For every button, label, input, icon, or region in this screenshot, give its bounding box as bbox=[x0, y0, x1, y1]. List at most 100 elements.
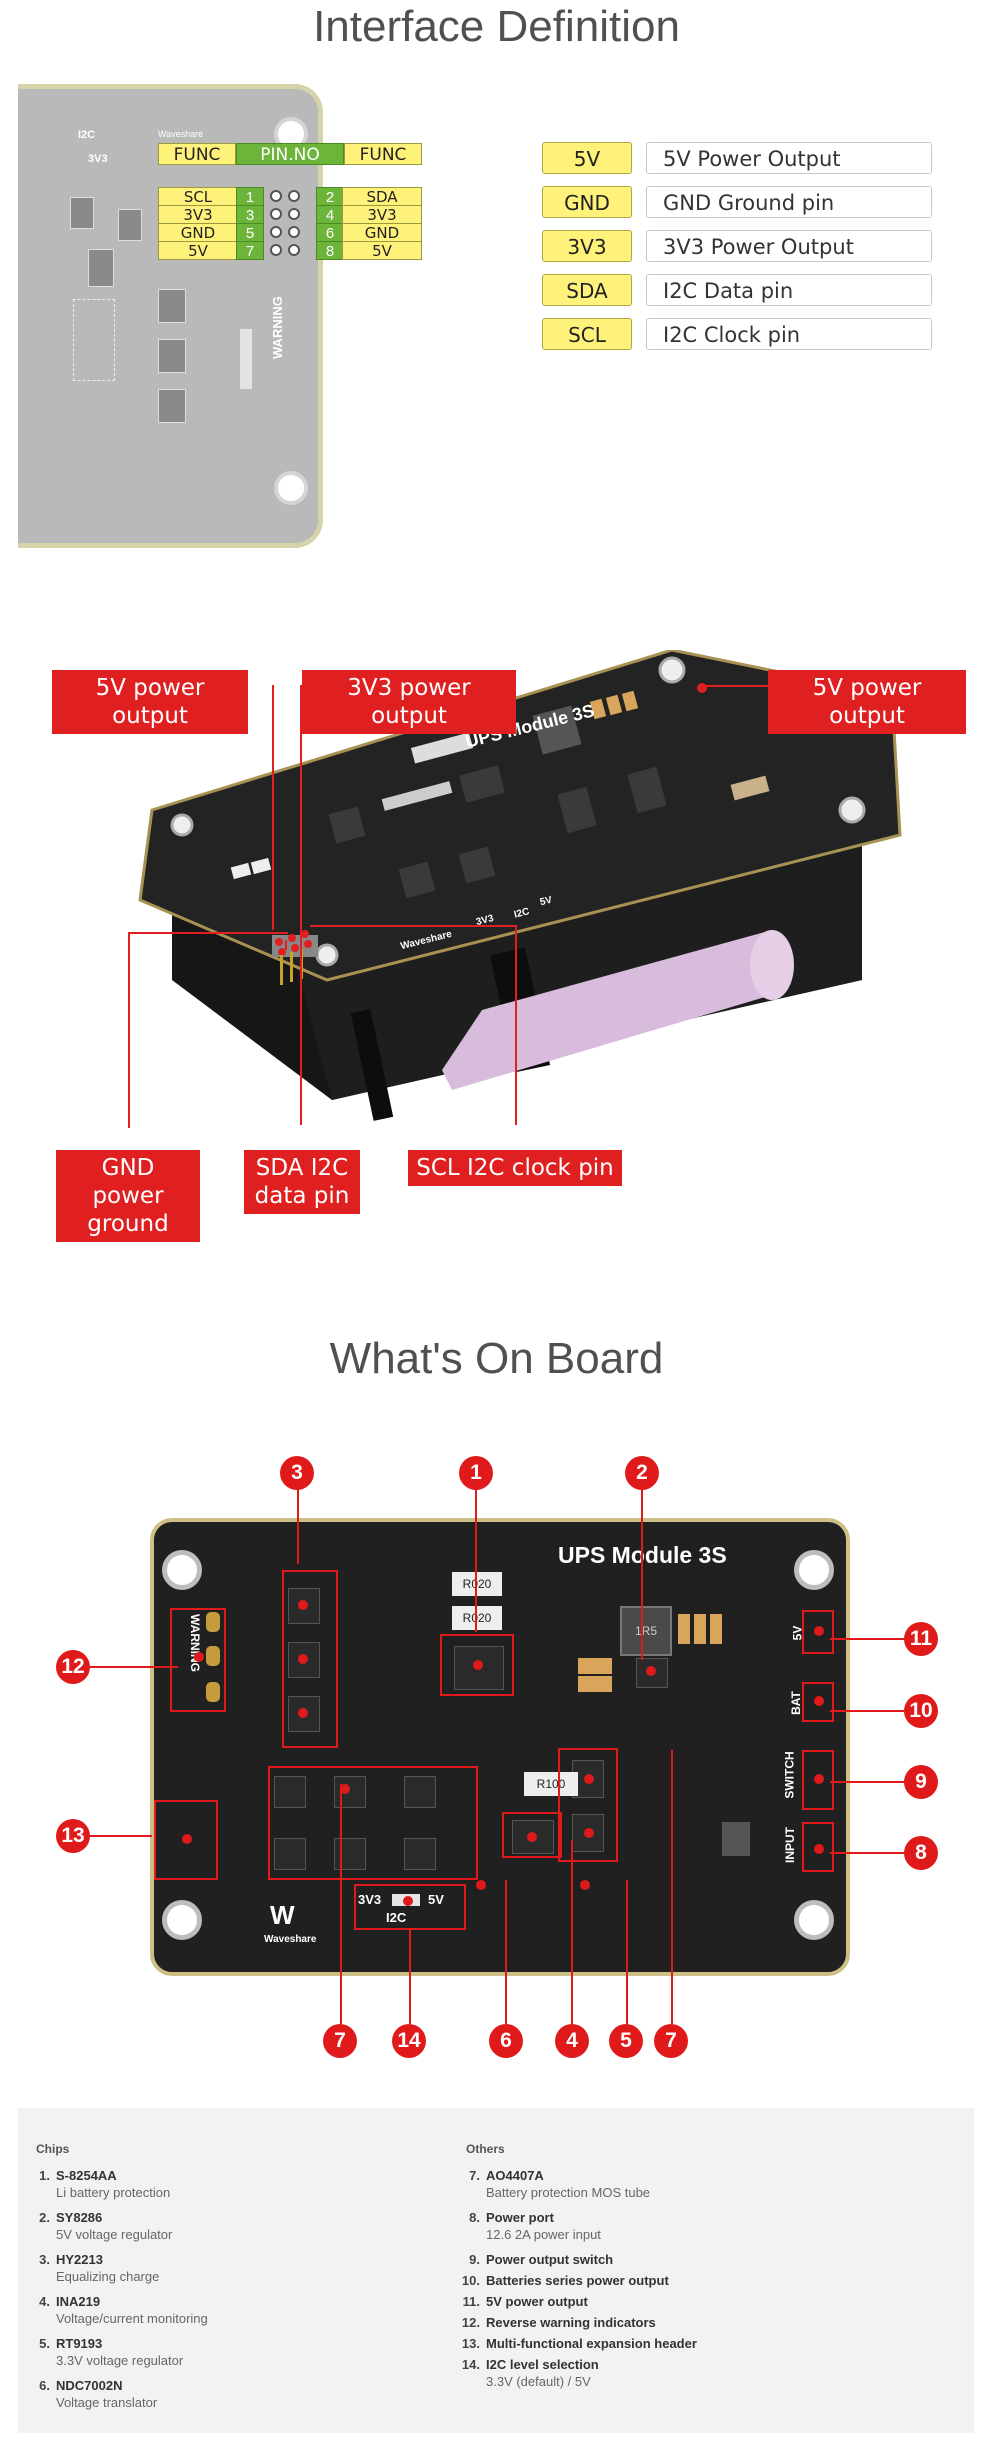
board-silk-3v3: 3V3 bbox=[88, 153, 108, 165]
top-silk-port-switch: SWITCH bbox=[782, 1751, 797, 1799]
component-item: 2. SY8286 5V voltage regulator bbox=[30, 2210, 172, 2243]
board-photo: UPS Module 3S Waveshare 3V3 I2C 5V bbox=[132, 648, 902, 1150]
top-silk-port-bat: BAT bbox=[788, 1691, 803, 1715]
component-item: 11. 5V power output bbox=[460, 2294, 588, 2310]
component-item: 12.Reverse warning indicators bbox=[460, 2315, 656, 2331]
pin-func-right: SDA bbox=[342, 187, 422, 206]
callout-gnd: GND power ground bbox=[56, 1150, 200, 1242]
board-top-view: UPS Module 3S R020 R020 1R5 WARNING R100… bbox=[150, 1518, 850, 1976]
marker-9: 9 bbox=[904, 1765, 938, 1799]
item-number: 9. bbox=[469, 2252, 480, 2267]
board-silk-brand: Waveshare bbox=[158, 129, 204, 139]
item-number: 10. bbox=[461, 2273, 480, 2288]
item-subtitle: Battery protection MOS tube bbox=[486, 2185, 651, 2200]
header-func-left: FUNC bbox=[158, 143, 236, 165]
item-title: I2C level selection bbox=[486, 2357, 599, 2372]
item-title: RT9193 bbox=[56, 2336, 103, 2351]
item-subtitle: 12.6 2A power input bbox=[486, 2227, 601, 2242]
item-number: 5. bbox=[39, 2336, 50, 2351]
section-title-onboard: What's On Board bbox=[329, 1334, 664, 1383]
item-subtitle: Voltage/current monitoring bbox=[56, 2311, 208, 2326]
pin-number-left: 7 bbox=[236, 241, 264, 260]
item-number: 2. bbox=[39, 2210, 50, 2225]
legend-key: SDA bbox=[542, 274, 632, 306]
marker-5: 5 bbox=[609, 2024, 643, 2058]
legend-key: SCL bbox=[542, 318, 632, 350]
pin-func-left: 3V3 bbox=[158, 205, 238, 224]
callout-3v3: 3V3 power output bbox=[302, 670, 516, 734]
item-title: HY2213 bbox=[56, 2252, 103, 2267]
pin-number-left: 5 bbox=[236, 223, 264, 242]
pin-dot bbox=[288, 190, 300, 202]
pin-number-right: 4 bbox=[316, 205, 344, 224]
item-subtitle: Li battery protection bbox=[56, 2185, 171, 2200]
item-number: 12. bbox=[461, 2315, 480, 2330]
pin-dot bbox=[270, 244, 282, 256]
marker-4: 4 bbox=[555, 2024, 589, 2058]
pin-dot bbox=[270, 226, 282, 238]
marker-11: 11 bbox=[904, 1622, 938, 1656]
top-silk-i2c: I2C bbox=[386, 1910, 407, 1925]
pin-number-right: 2 bbox=[316, 187, 344, 206]
marker-13: 13 bbox=[56, 1819, 90, 1853]
top-silk-port-input: INPUT bbox=[783, 1827, 797, 1863]
top-silk-brand: Waveshare bbox=[264, 1934, 317, 1945]
marker-14: 14 bbox=[392, 2024, 426, 2058]
header-func-right: FUNC bbox=[344, 143, 422, 165]
chips-heading: Chips bbox=[36, 2142, 70, 2156]
legend-desc: GND Ground pin bbox=[646, 186, 932, 218]
item-number: 3. bbox=[39, 2252, 50, 2267]
component-item: 13.Multi-functional expansion header bbox=[460, 2336, 697, 2352]
pin-func-right: 5V bbox=[342, 241, 422, 260]
board-silk-warning: WARNING bbox=[270, 296, 285, 359]
item-title: INA219 bbox=[56, 2294, 101, 2309]
legend-key: 3V3 bbox=[542, 230, 632, 262]
item-number: 1. bbox=[39, 2168, 50, 2183]
marker-3: 3 bbox=[280, 1456, 314, 1490]
brand-logo-icon: W bbox=[270, 1900, 295, 1930]
top-silk-ind: 1R5 bbox=[620, 1606, 672, 1656]
pin-number-right: 8 bbox=[316, 241, 344, 260]
legend-desc: 3V3 Power Output bbox=[646, 230, 932, 262]
legend-key: 5V bbox=[542, 142, 632, 174]
callout-5v-right: 5V power output bbox=[768, 670, 966, 734]
item-number: 6. bbox=[39, 2378, 50, 2393]
pin-dot bbox=[288, 226, 300, 238]
top-silk-r020b: R020 bbox=[452, 1606, 502, 1630]
callout-scl: SCL I2C clock pin bbox=[408, 1150, 622, 1186]
top-silk-3v3: 3V3 bbox=[358, 1892, 382, 1907]
item-subtitle: 5V voltage regulator bbox=[56, 2227, 173, 2242]
others-heading: Others bbox=[466, 2142, 505, 2156]
item-number: 11. bbox=[462, 2294, 480, 2309]
item-title: Multi-functional expansion header bbox=[486, 2336, 697, 2351]
item-title: SY8286 bbox=[56, 2210, 103, 2225]
legend-desc: I2C Data pin bbox=[646, 274, 932, 306]
section-title-interface: Interface Definition bbox=[313, 2, 680, 51]
pin-number-left: 3 bbox=[236, 205, 264, 224]
marker-2: 2 bbox=[625, 1456, 659, 1490]
board-photo-svg bbox=[138, 648, 902, 1121]
header-pin-no: PIN.NO bbox=[236, 143, 344, 165]
item-title: AO4407A bbox=[486, 2168, 544, 2183]
item-number: 4. bbox=[39, 2294, 50, 2309]
item-title: Power output switch bbox=[486, 2252, 614, 2267]
component-item: 10. Batteries series power output bbox=[460, 2273, 669, 2289]
marker-7a: 7 bbox=[323, 2024, 357, 2058]
top-silk-r020a: R020 bbox=[452, 1572, 502, 1596]
item-title: NDC7002N bbox=[56, 2378, 123, 2393]
callout-sda: SDA I2C data pin bbox=[244, 1150, 360, 1214]
callout-5v-left: 5V power output bbox=[52, 670, 248, 734]
item-title: 5V power output bbox=[486, 2294, 588, 2309]
item-title: Batteries series power output bbox=[486, 2273, 669, 2288]
item-subtitle: 3.3V (default) / 5V bbox=[486, 2374, 591, 2389]
pin-dot bbox=[270, 208, 282, 220]
pin-number-right: 6 bbox=[316, 223, 344, 242]
